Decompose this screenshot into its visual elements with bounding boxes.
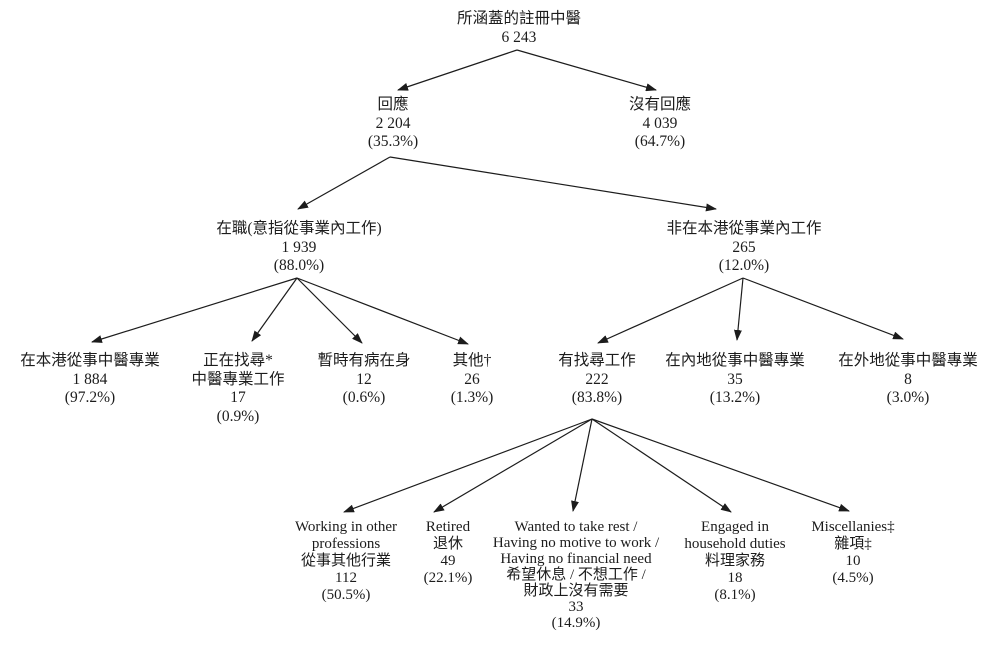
- edge-seeking-work-to-rest: [571, 418, 593, 512]
- node-retired-text-line: Retired: [425, 519, 471, 535]
- edge-respond-to-working: [297, 156, 391, 210]
- node-household-text-line: household duties: [684, 536, 786, 552]
- edge-seeking-work-to-misc: [591, 418, 850, 512]
- edge-working-to-sick: [296, 277, 363, 344]
- node-no-respond-text-line: (64.7%): [634, 133, 686, 150]
- node-seeking-cm-text-line: 正在找尋*: [203, 352, 273, 369]
- node-household-text-line: Engaged in: [701, 519, 769, 535]
- node-mainland-text-line: 在內地從事中醫專業: [665, 352, 805, 369]
- node-rest-text-line: (14.9%): [551, 615, 601, 631]
- node-hk-cm-text-line: (97.2%): [64, 389, 116, 406]
- node-respond-text-line: 2 204: [375, 114, 411, 132]
- node-root-text-line: 所涵蓋的註冊中醫: [456, 10, 582, 27]
- node-rest-text-line: Having no financial need: [500, 551, 652, 567]
- node-misc-text-line: 10: [845, 553, 861, 569]
- node-household-text-line: (8.1%): [714, 587, 756, 603]
- node-no-respond-text-line: 4 039: [642, 114, 678, 132]
- node-others-text-line: 26: [464, 370, 480, 388]
- node-seeking-cm-text-line: 17: [230, 389, 246, 406]
- node-misc: Miscellanies‡雜項‡10(4.5%): [811, 519, 894, 587]
- node-others-text-line: 其他†: [452, 352, 492, 369]
- edge-root-to-no-respond: [516, 49, 657, 92]
- node-seeking-cm-text-line: (0.9%): [216, 407, 260, 425]
- node-others-text-line: (1.3%): [450, 389, 494, 406]
- node-root-text-line: 6 243: [501, 28, 537, 46]
- node-working-text-line: (88.0%): [273, 257, 325, 274]
- node-sick-text-line: 暫時有病在身: [317, 352, 411, 369]
- node-retired-text-line: 49: [440, 553, 456, 569]
- node-others: 其他†26(1.3%): [451, 352, 494, 408]
- node-other-prof-text-line: Working in other: [294, 519, 398, 535]
- edge-seeking-work-to-retired: [433, 418, 593, 513]
- node-rest-text-line: 33: [568, 599, 584, 615]
- node-seeking-work-text-line: 有找尋工作: [558, 352, 636, 369]
- node-working: 在職(意指從事業內工作)1 939(88.0%): [216, 220, 381, 276]
- edge-respond-to-not-in-hk: [389, 156, 717, 212]
- edge-working-to-hk-cm: [91, 277, 298, 343]
- edge-root-to-respond: [397, 49, 518, 91]
- node-overseas-text-line: 在外地從事中醫專業: [838, 352, 978, 369]
- node-seeking-work-text-line: 222: [585, 370, 609, 388]
- node-overseas-text-line: 8: [904, 370, 912, 388]
- node-working-text-line: 1 939: [281, 238, 317, 256]
- node-sick-text-line: (0.6%): [342, 389, 386, 406]
- node-other-prof-text-line: professions: [311, 536, 381, 552]
- node-seeking-cm-text-line: 中醫專業工作: [191, 370, 285, 388]
- node-other-prof-text-line: 112: [335, 570, 357, 586]
- node-rest: Wanted to take rest /Having no motive to…: [493, 519, 659, 631]
- node-respond-text-line: 回應: [377, 96, 409, 113]
- edge-working-to-others: [296, 277, 469, 345]
- node-not-in-hk-text-line: 265: [732, 238, 756, 256]
- edge-not-in-hk-to-seeking-work: [597, 277, 744, 344]
- node-working-text-line: 在職(意指從事業內工作): [216, 220, 382, 237]
- node-rest-text-line: Having no motive to work /: [492, 535, 660, 551]
- node-respond-text-line: (35.3%): [367, 133, 419, 150]
- node-mainland-text-line: 35: [727, 370, 743, 388]
- edge-seeking-work-to-other-prof: [343, 418, 593, 513]
- node-no-respond-text-line: 沒有回應: [628, 96, 692, 113]
- node-retired-text-line: 退休: [432, 536, 463, 552]
- node-other-prof-text-line: (50.5%): [321, 587, 371, 603]
- node-misc-text-line: Miscellanies‡: [811, 519, 895, 535]
- edge-seeking-work-to-household: [591, 418, 732, 513]
- node-overseas-text-line: (3.0%): [886, 389, 930, 406]
- node-misc-text-line: (4.5%): [832, 570, 874, 586]
- edge-not-in-hk-to-overseas: [742, 277, 904, 340]
- node-hk-cm-text-line: 在本港從事中醫專業: [20, 352, 160, 369]
- node-rest-text-line: 財政上沒有需要: [523, 583, 629, 599]
- node-household-text-line: 18: [727, 570, 743, 586]
- node-rest-text-line: 希望休息 / 不想工作 /: [506, 567, 646, 583]
- edge-not-in-hk-to-mainland: [733, 277, 744, 341]
- node-sick-text-line: 12: [356, 370, 372, 388]
- node-hk-cm-text-line: 1 884: [72, 370, 108, 388]
- node-not-in-hk-text-line: (12.0%): [718, 257, 770, 274]
- node-other-prof-text-line: 從事其他行業: [300, 553, 392, 569]
- node-misc-text-line: 雜項‡: [834, 536, 872, 552]
- node-retired-text-line: (22.1%): [423, 570, 473, 586]
- node-mainland-text-line: (13.2%): [709, 389, 761, 406]
- node-seeking-work-text-line: (83.8%): [571, 389, 623, 406]
- edge-working-to-seeking-cm: [251, 277, 298, 342]
- node-rest-text-line: Wanted to take rest /: [514, 519, 638, 535]
- node-household-text-line: 料理家務: [704, 553, 765, 569]
- node-not-in-hk-text-line: 非在本港從事業內工作: [666, 220, 822, 237]
